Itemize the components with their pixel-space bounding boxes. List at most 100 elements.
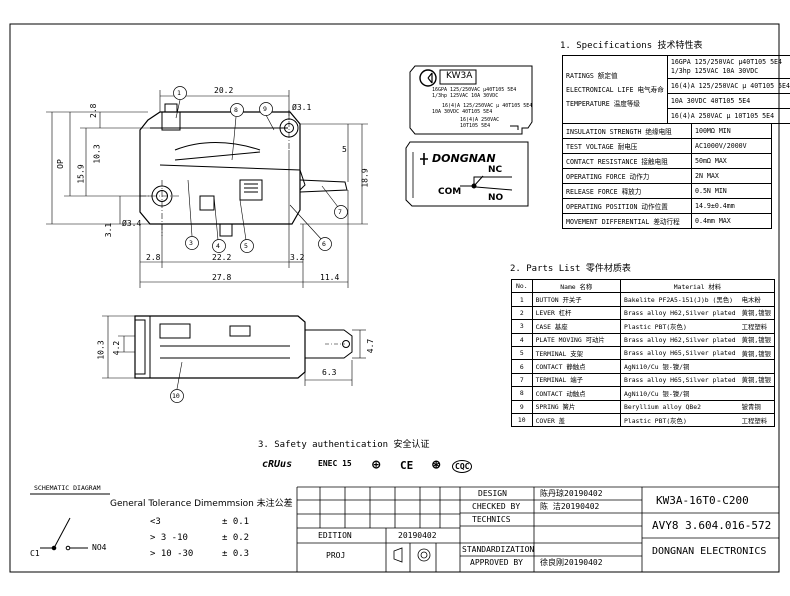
spec-label: MOVEMENT DIFFERENTIAL 差动行程: [562, 213, 692, 229]
switch-top-view: [134, 315, 353, 379]
dim-5: 5: [342, 145, 347, 154]
part-material-cn: 电木粉: [738, 292, 775, 307]
cert-kc-mark: ⊛: [432, 457, 441, 473]
parts-header-name: Name 名称: [531, 278, 622, 294]
part-name: PLATE MOVING 可动片: [531, 332, 622, 347]
dim-15-9: 15.9: [76, 164, 86, 184]
specs-life-value-1: 16(4)A 125/250VAC μ 40T105 5E4: [666, 78, 790, 94]
tb-approved-label: APPROVED BY: [470, 558, 523, 567]
label-line-4: 10A 30VDC 40T105 5E4: [432, 109, 493, 115]
sheet-border: [9, 23, 780, 573]
part-material: Brass alloy H62,Silver plated: [619, 305, 739, 321]
cert-pse-mark: ⊕: [372, 457, 381, 473]
main-dimension-lines: [46, 90, 368, 288]
tb-checked-label: CHECKED BY: [472, 502, 521, 511]
brand-com: COM: [438, 187, 462, 197]
spec-label: OPERATING FORCE 动作力: [562, 168, 692, 184]
spec-label: TEST VOLTAGE 耐电压: [562, 138, 692, 154]
part-name: SPRING 簧片: [531, 399, 622, 414]
tolerance-value-3: ± 0.3: [222, 549, 250, 559]
schematic-c1: C1: [30, 549, 40, 558]
part-no: 7: [511, 372, 533, 388]
dim-4-2: 4.2: [112, 340, 122, 356]
schematic-no4: NO4: [92, 543, 107, 552]
callout-1: 1: [177, 89, 181, 97]
projection-symbol: [393, 547, 431, 563]
label-line-6: 10T105 5E4: [460, 123, 491, 129]
part-name: COVER 盖: [531, 412, 622, 428]
tb-technics-label: TECHNICS: [472, 515, 511, 524]
label-line-3: 16(4)A 125/250VAC μ 40T105 5E4: [442, 103, 533, 109]
specs-rating-value-1: 16GPA 125/250VAC μ40T105 5E4: [670, 58, 782, 66]
callout-3: 3: [189, 239, 193, 247]
specs-table: RATINGS 额定值 ELECTRONICAL LIFE 电气寿命 TEMPE…: [562, 55, 790, 124]
part-material: Brass alloy H65,Silver plated: [619, 372, 739, 388]
specs-heading: 1. Specifications 技术特性表: [560, 41, 703, 51]
spec-label: CONTACT RESISTANCE 接触电阻: [562, 153, 692, 169]
part-name: CONTACT 动触点: [531, 386, 622, 401]
tb-design-value: 陈丹琼20190402: [540, 489, 603, 498]
dim-op: OP: [55, 159, 65, 169]
part-material-cn: [738, 386, 775, 401]
callout-10: 10: [172, 392, 180, 400]
tolerance-title: General Tolerance Dimemmsion 未注公差: [110, 499, 293, 509]
dim-18-9: 18.9: [360, 168, 370, 188]
dim-dia-3-1: Ø3.1: [292, 103, 312, 112]
top-view-dimensions: [102, 315, 366, 390]
label-line-5: 16(4)A 250VAC: [460, 117, 500, 123]
cert-enec-mark: ENEC 15: [318, 459, 352, 468]
tb-design-label: DESIGN: [478, 489, 507, 498]
specs-rating-label: RATINGS 额定值: [566, 71, 618, 80]
tb-part-no: KW3A-16T0-C200: [656, 494, 749, 507]
part-material: Beryllium alloy QBe2: [619, 399, 739, 414]
part-no: 5: [511, 345, 533, 361]
specs-rating-values: 16GPA 125/250VAC μ40T105 5E4 1/3hp 125VA…: [666, 55, 790, 79]
part-no: 6: [511, 359, 533, 374]
spec-value: 2N MAX: [691, 168, 772, 184]
spec-label: RELEASE FORCE 释放力: [562, 183, 692, 199]
part-no: 10: [511, 412, 533, 428]
dim-10-3-v: 10.3: [92, 144, 102, 164]
spec-value: AC1000V/2000V: [691, 138, 772, 154]
dim-3-2: 3.2: [290, 253, 305, 262]
specs-rating-label-cell: RATINGS 额定值 ELECTRONICAL LIFE 电气寿命 TEMPE…: [562, 55, 668, 124]
dim-11-4: 11.4: [320, 273, 340, 282]
callout-4: 4: [216, 242, 220, 250]
part-material-cn: 黄铜,镀银: [738, 372, 775, 388]
parts-header-no: No.: [511, 278, 533, 294]
label-line-1: 16GPA 125/250VAC μ40T105 5E4: [432, 87, 517, 93]
tb-edition-value: 20190402: [398, 531, 437, 540]
product-label-top: [409, 65, 533, 135]
tolerance-value-1: ± 0.1: [222, 517, 250, 527]
tolerance-value-2: ± 0.2: [222, 533, 250, 543]
dim-22-2: 22.2: [212, 253, 232, 262]
spec-label: INSULATION STRENGTH 绝缘电阻: [562, 123, 692, 139]
schematic-title: SCHEMATIC DIAGRAM: [34, 484, 101, 492]
label-model: KW3A: [446, 71, 473, 81]
part-no: 2: [511, 305, 533, 321]
part-material: Plastic PBT(灰色): [619, 412, 739, 428]
brand-name: DONGNAN: [432, 152, 496, 165]
part-no: 8: [511, 386, 533, 401]
part-material-cn: 工程塑料: [738, 319, 775, 334]
cert-cruus-mark: cRUus: [262, 459, 293, 470]
part-material-cn: [738, 359, 775, 374]
spec-value: 0.5N MIN: [691, 183, 772, 199]
label-line-2: 1/3hp 125VAC 10A 30VDC: [432, 93, 499, 99]
callout-circles: [170, 86, 348, 403]
part-name: TERMINAL 端子: [531, 372, 622, 388]
dim-2-8-left: 2.8: [89, 103, 98, 118]
schematic-diagram: [30, 493, 110, 551]
part-name: TERMINAL 支架: [531, 345, 622, 361]
callout-leaders: [175, 99, 339, 241]
dim-20-2: 20.2: [214, 86, 234, 95]
parts-header-row: No. Name 名称 Material 材料: [511, 278, 775, 294]
part-name: CASE 基座: [531, 319, 622, 334]
